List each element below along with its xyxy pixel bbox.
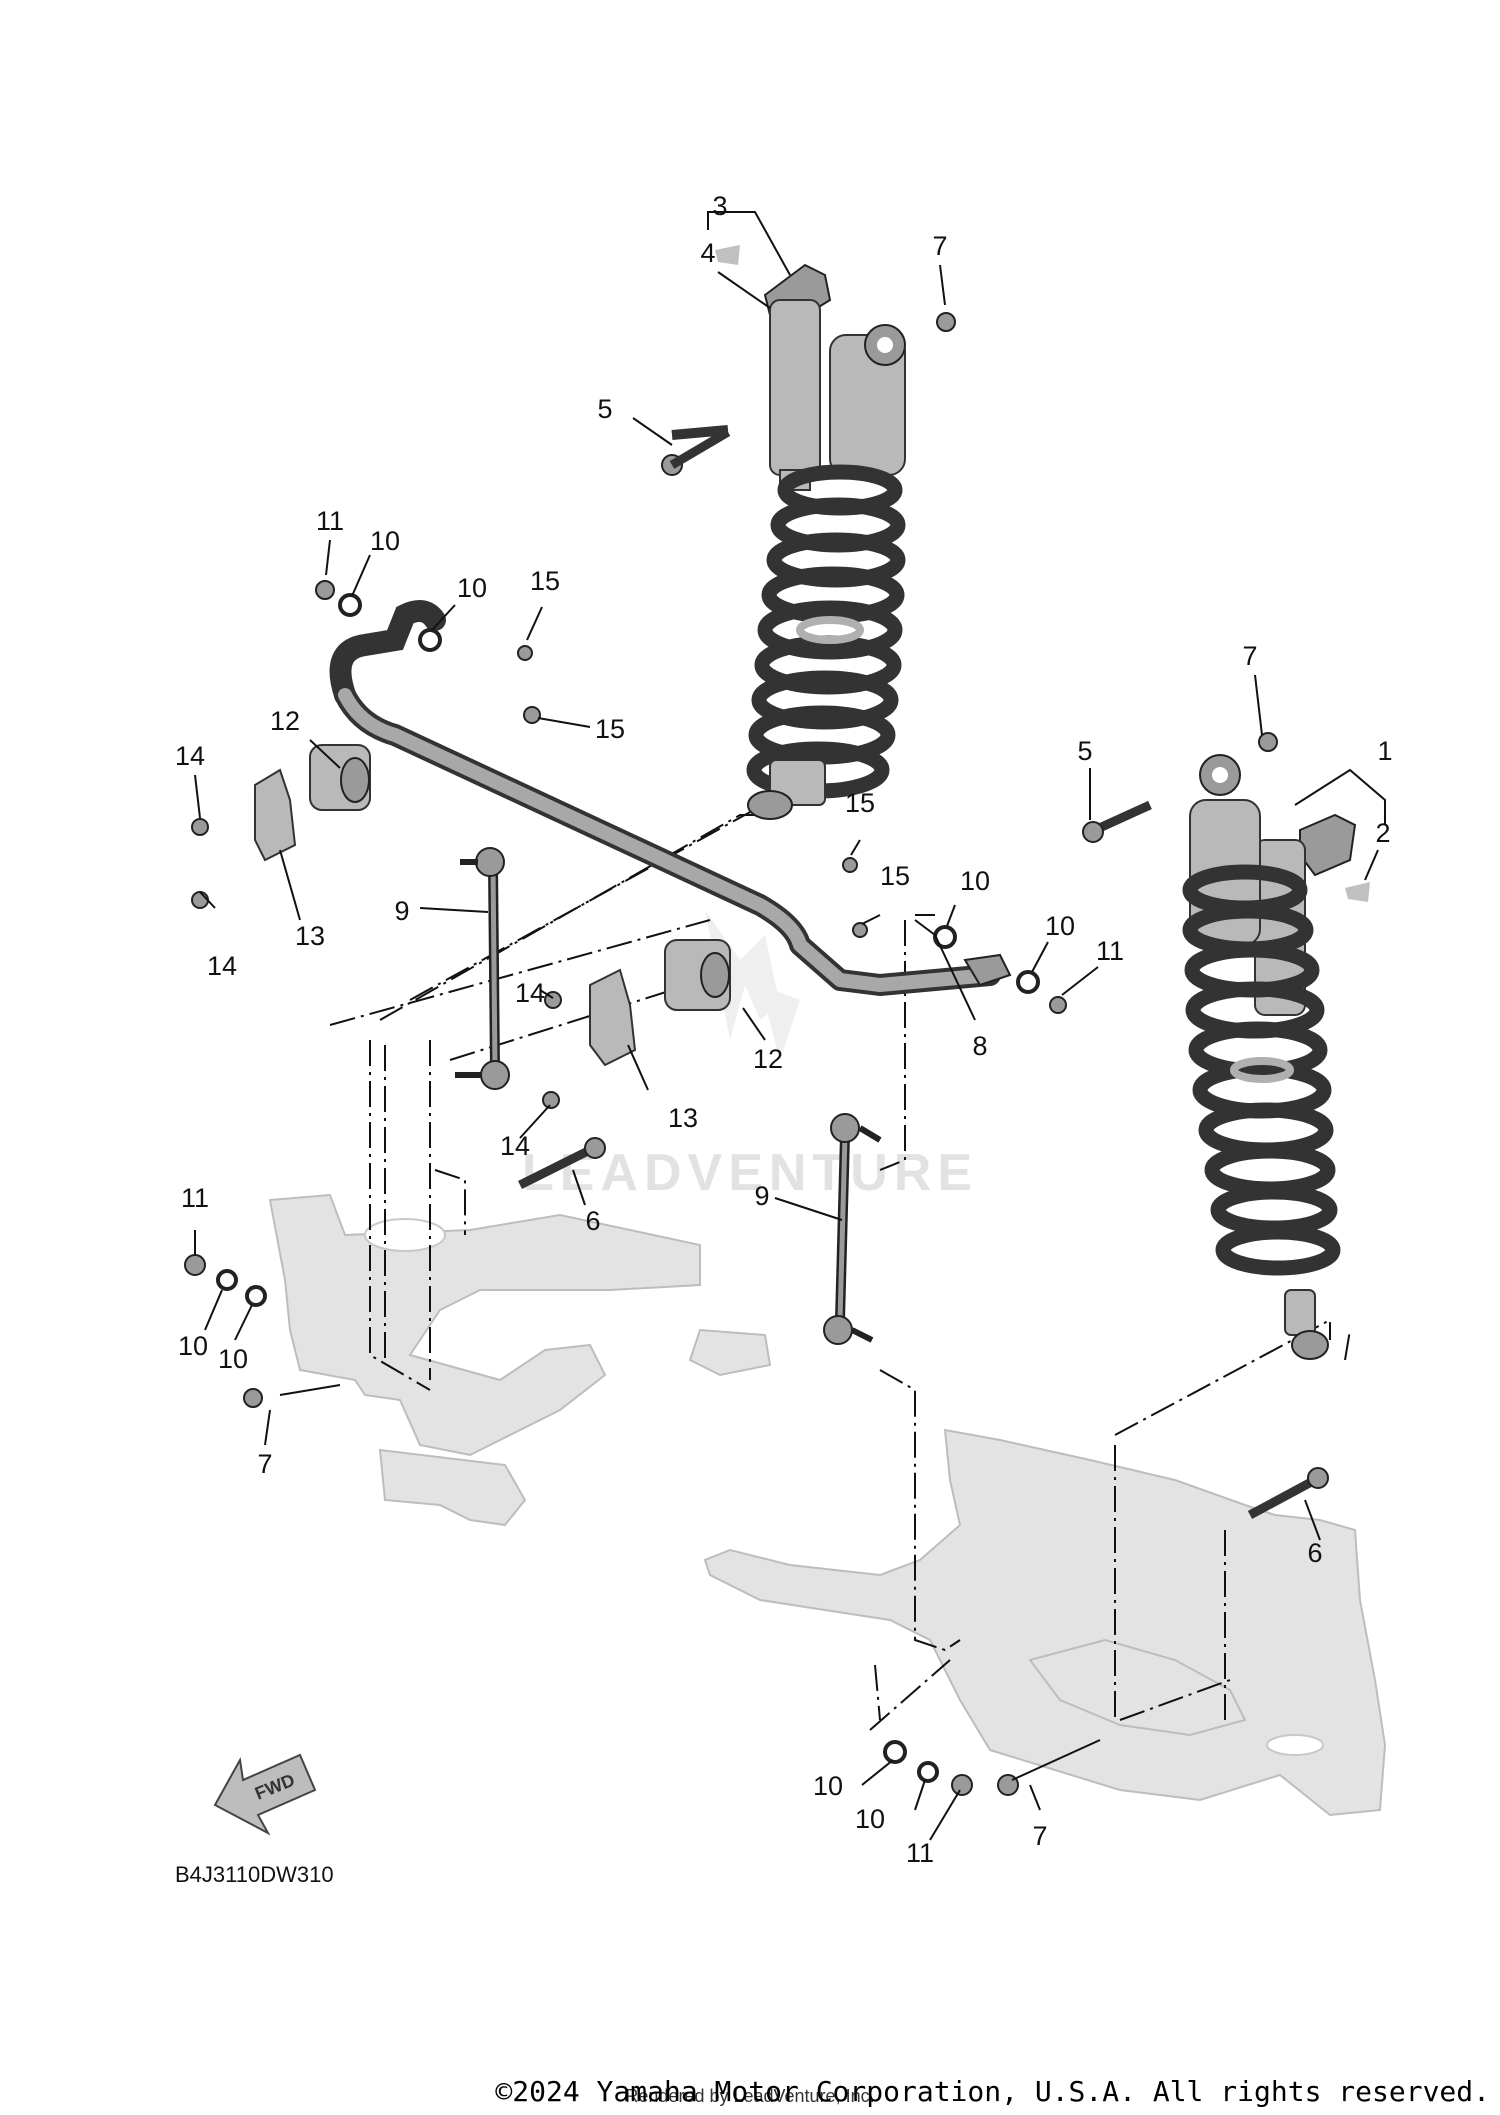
- callout-10: 10: [218, 1344, 248, 1374]
- callout-7: 7: [1032, 1821, 1047, 1851]
- left-shock-absorber: [746, 263, 906, 820]
- callout-15: 15: [530, 566, 560, 596]
- forward-arrow: FWD: [213, 1753, 317, 1836]
- callout-15: 15: [595, 714, 625, 744]
- callout-14: 14: [175, 741, 205, 771]
- diagram-code: B4J3110DW310: [175, 1862, 334, 1887]
- callout-14: 14: [500, 1131, 530, 1161]
- callout-14: 14: [207, 951, 237, 981]
- left-suspension-arm: [268, 1193, 772, 1527]
- nuts-and-washers: [184, 245, 1370, 1796]
- callout-15: 15: [845, 788, 875, 818]
- callout-4: 4: [700, 238, 715, 268]
- callout-6: 6: [1307, 1538, 1322, 1568]
- bushings: [309, 744, 731, 1011]
- callout-14: 14: [515, 978, 545, 1008]
- callout-7: 7: [932, 231, 947, 261]
- callout-11: 11: [181, 1183, 209, 1213]
- stabilizer-links: [455, 847, 882, 1345]
- left-shock-spring: [746, 464, 906, 799]
- leader-lines: [194, 211, 1386, 1841]
- callout-15: 15: [880, 861, 910, 891]
- callout-10: 10: [370, 526, 400, 556]
- callout-9: 9: [754, 1181, 769, 1211]
- callout-11: 11: [906, 1838, 934, 1868]
- callout-10: 10: [457, 573, 487, 603]
- callout-11: 11: [1096, 936, 1124, 966]
- callout-5: 5: [1077, 736, 1092, 766]
- bolts: [191, 425, 1329, 1519]
- callout-1: 1: [1377, 736, 1392, 766]
- callout-6: 6: [585, 1206, 600, 1236]
- callout-12: 12: [270, 706, 300, 736]
- callout-12: 12: [753, 1044, 783, 1074]
- callout-10: 10: [178, 1331, 208, 1361]
- callout-10: 10: [855, 1804, 885, 1834]
- render-credit: Rendered by LeadVenture, Inc.: [625, 2086, 875, 2106]
- callout-10: 10: [1045, 911, 1075, 941]
- callout-9: 9: [394, 896, 409, 926]
- callout-5: 5: [597, 394, 612, 424]
- callouts: 3 4 7 5 11 10 10 15 15 12 14 14 13 9 15 …: [175, 191, 1393, 1868]
- callout-2: 2: [1375, 818, 1390, 848]
- right-shock-absorber: [1182, 754, 1357, 1360]
- callout-10: 10: [813, 1771, 843, 1801]
- right-shock-spring: [1182, 864, 1341, 1276]
- copyright-notice: ©2024 Yamaha Motor Corporation, U.S.A. A…: [495, 2075, 1490, 2108]
- right-suspension-arm: [703, 1428, 1387, 1817]
- stabilizer-bar: [329, 600, 1012, 996]
- callout-7: 7: [1242, 641, 1257, 671]
- callout-10: 10: [960, 866, 990, 896]
- callout-13: 13: [668, 1103, 698, 1133]
- callout-8: 8: [972, 1031, 987, 1061]
- callout-3: 3: [712, 191, 727, 221]
- callout-11: 11: [316, 506, 344, 536]
- brackets: [254, 768, 637, 1067]
- callout-13: 13: [295, 921, 325, 951]
- callout-7: 7: [257, 1449, 272, 1479]
